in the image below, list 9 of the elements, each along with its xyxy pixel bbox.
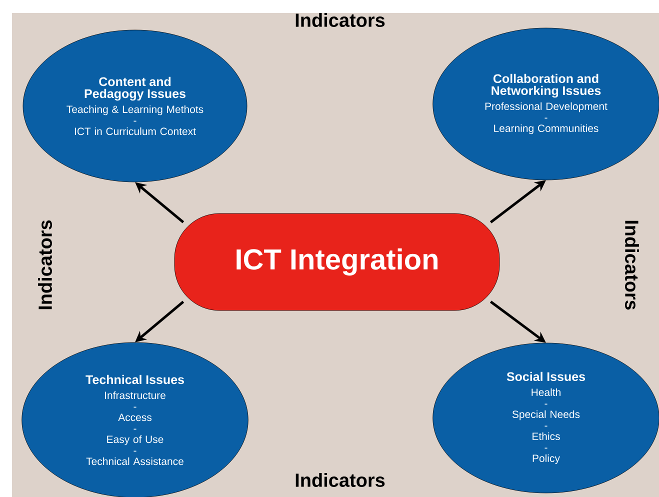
rounded-box: ICT Integration (174, 213, 500, 311)
ellipse-node: Technical Issues Infrastructure - Access - Easy of Use - Technical Assistance (22, 342, 248, 497)
ellipse-node: Social Issues Health - Special Needs - Ethics - Policy (432, 342, 659, 494)
indicator-label: Indicators (296, 13, 385, 27)
ellipse-node: Content and Pedagogy Issues Teaching & Learning Methots - ICT in Curriculum Context (22, 30, 248, 182)
indicator-label: Indicators (296, 473, 385, 487)
indicator-label: Indicators (38, 220, 52, 310)
indicator-label: Indicators (625, 220, 639, 310)
ellipse-node: Collaboration and Networking Issues Professional Development - Learning Communities (432, 28, 659, 180)
